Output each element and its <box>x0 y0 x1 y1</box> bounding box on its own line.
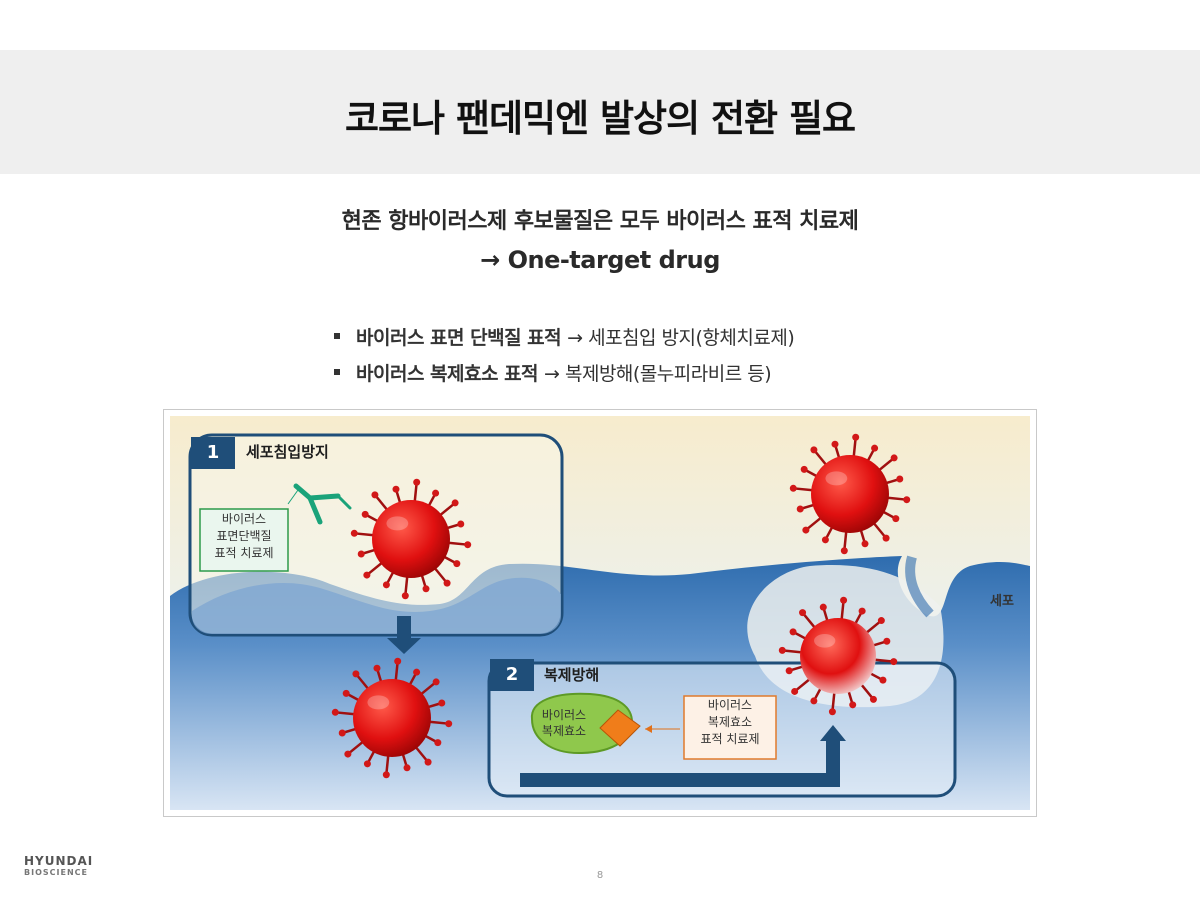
bullet-bold: 바이러스 표면 단백질 표적 <box>356 326 562 349</box>
step1-number: 1 <box>191 437 235 469</box>
virus-group <box>331 433 911 779</box>
step1-label-box <box>199 508 289 572</box>
page-number: 8 <box>596 870 604 881</box>
bullet-dot-icon <box>334 333 340 339</box>
antibody-icon <box>293 483 352 525</box>
bullet-list: 바이러스 표면 단백질 표적 → 세포침입 방지(항체치료제) 바이러스 복제효… <box>334 318 795 390</box>
bullet-dot-icon <box>334 369 340 375</box>
virus-icon <box>331 657 453 779</box>
mechanism-figure: 1 세포침입방지 바이러스 표면단백질 표적 치료제 2 복제방해 바이러스 복… <box>163 409 1037 817</box>
bullet-item: 바이러스 복제효소 표적 → 복제방해(몰누피라비르 등) <box>334 354 794 390</box>
figure-illustration <box>170 416 1030 810</box>
enzyme-label: 바이러스 복제효소 <box>541 708 587 738</box>
virus-icon <box>789 433 911 555</box>
step1-cell-surface <box>192 577 561 634</box>
bullet-item: 바이러스 표면 단백질 표적 → 세포침입 방지(항체치료제) <box>334 318 795 354</box>
step2-number: 2 <box>490 659 534 691</box>
bullet-bold: 바이러스 복제효소 표적 <box>356 362 539 385</box>
step1-label: 바이러스 표면단백질 표적 치료제 <box>214 512 274 560</box>
virus-icon <box>350 478 472 600</box>
flow-arrow-icon <box>520 773 840 787</box>
step2-title: 복제방해 <box>544 666 600 684</box>
step1-title: 세포침입방지 <box>246 443 329 461</box>
drug-diamond-icon <box>599 709 641 747</box>
step2-label: 바이러스 복제효소 표적 치료제 <box>700 698 760 746</box>
arrow-down-icon <box>397 616 411 640</box>
step2-label-box <box>683 695 777 760</box>
title-band <box>0 50 1200 174</box>
bullet-text: → 복제방해(몰누피라비르 등) <box>544 362 772 385</box>
intro-line-1: 현존 항바이러스제 후보물질은 모두 바이러스 표적 치료제 <box>341 209 859 234</box>
cell-label: 세포 <box>990 594 1014 609</box>
intro-line-2: → One-target drug <box>480 246 720 274</box>
company-logo: HYUNDAI BIOSCIENCE <box>24 854 94 877</box>
virus-icon <box>778 596 898 716</box>
bullet-text: → 세포침입 방지(항체치료제) <box>567 326 795 349</box>
page-title: 코로나 팬데믹엔 발상의 전환 필요 <box>344 97 856 140</box>
